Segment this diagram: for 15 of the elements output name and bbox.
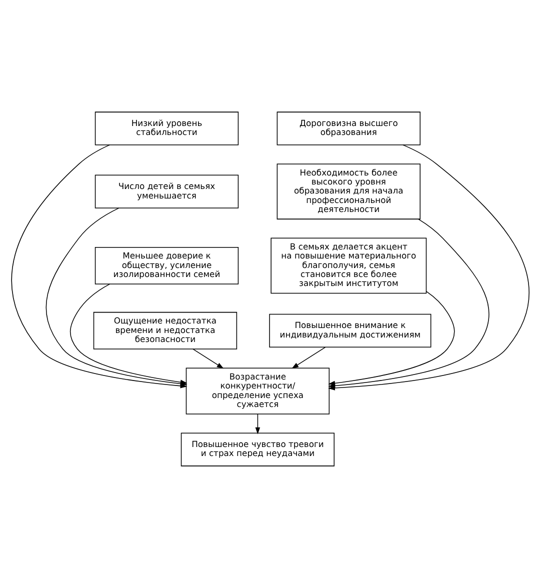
- node-box: Низкий уровень стабильности: [94, 112, 239, 146]
- node-box: В семьях делается акцент на повышение материального благополучия, семья становится все более закрытым институтом: [270, 238, 427, 294]
- node-box: Меньшее доверие к обществу, усиление изолированности семей: [94, 246, 239, 284]
- node-box: Возрастание конкурентности/ определение успеха сужается: [186, 368, 330, 414]
- node-box: Дороговизна высшего образования: [276, 112, 421, 146]
- node-box: Ощущение недостатка времени и недостатка безопасности: [93, 312, 238, 350]
- node-box: Число детей в семьях уменьшается: [94, 174, 239, 208]
- arrow: [292, 346, 326, 369]
- node-box: Повышенное внимание к индивидуальным достижениям: [269, 314, 432, 348]
- node-box: Необходимость более высокого уровня образования для начала профессиональной деятельности: [276, 164, 421, 220]
- arrow: [255, 414, 260, 434]
- arrow: [192, 348, 224, 369]
- arrow: [328, 291, 455, 386]
- arrow: [70, 284, 188, 385]
- node-box: Повышенное чувство тревоги и страх перед неудачами: [180, 432, 335, 466]
